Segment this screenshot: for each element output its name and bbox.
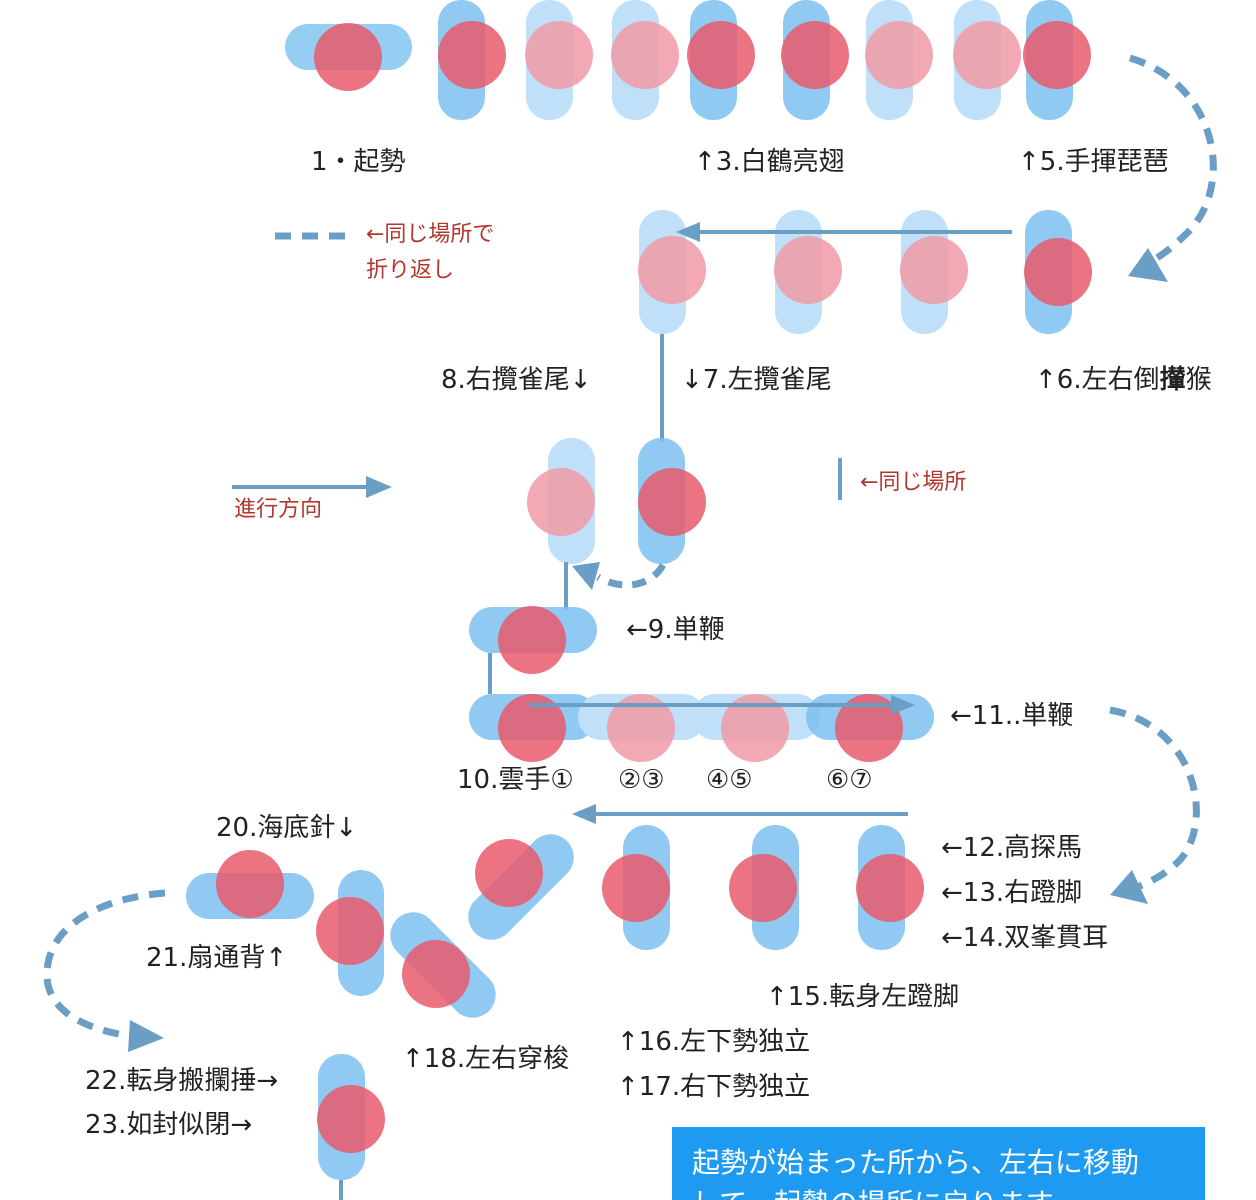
stance-18a (468, 834, 574, 940)
note-direction: 進行方向 (234, 497, 323, 522)
stance-9 (469, 606, 597, 674)
info-box-line2: して、起勢の場所に戻ります。 (692, 1184, 1205, 1200)
label-8-right-ranjakubi: 8.右攬雀尾↓ (441, 365, 592, 395)
info-box: 起勢が始まった所から、左右に移動 して、起勢の場所に戻ります。 (672, 1127, 1205, 1200)
stance-6b (774, 210, 842, 334)
stance-8 (527, 438, 595, 564)
note-turn-line2: 折り返し (366, 258, 455, 283)
stance-15 (729, 825, 799, 950)
label-21-sentsuhai: 21.扇通背↑ (146, 943, 288, 973)
stance-6c (900, 210, 968, 334)
label-20-kaiteishin: 20.海底針↓ (216, 813, 358, 843)
stance-20 (186, 850, 314, 919)
arrow-row2-head (676, 222, 700, 242)
note-turn-line1: ←同じ場所で (366, 222, 495, 247)
label-18-sensa: ↑18.左右穿梭 (402, 1044, 570, 1074)
stance-22 (317, 1054, 385, 1180)
label-16-left-gesei: ↑16.左下勢独立 (617, 1027, 811, 1057)
label-11-tanben: ←11..単鞭 (950, 701, 1074, 731)
turn-curve-5-6 (1128, 54, 1217, 272)
stance-7 (638, 438, 706, 564)
info-box-line1: 起勢が始まった所から、左右に移動 (692, 1146, 1139, 1179)
label-15-tenshin: ↑15.転身左蹬脚 (766, 982, 960, 1012)
stance-1 (285, 23, 412, 91)
stance-16 (602, 825, 670, 950)
stance-4b (865, 0, 933, 120)
label-6-part1: ↑6.左右倒 (1035, 365, 1160, 395)
label-23-nyofujihei: 23.如封似閉→ (85, 1110, 253, 1140)
legend-direction-head (366, 476, 392, 498)
label-9-tanben: ←9.単鞭 (626, 615, 725, 645)
label-14-souhoukanji: ←14.双峯貫耳 (941, 923, 1109, 953)
label-10-step23: ②③ (618, 765, 665, 795)
note-same-place: ←同じ場所 (860, 470, 967, 495)
stance-6a (1024, 210, 1092, 334)
stance-3a (525, 0, 593, 120)
turn-curve-20 (43, 889, 166, 1040)
label-5-tekibiwa: ↑5.手揮琵琶 (1018, 147, 1169, 177)
stance-12 (856, 825, 924, 950)
label-6-toutenkou: ↑6.左右倒攆猴 (1035, 367, 1212, 393)
label-22-hanransui: 22.転身搬攔捶→ (85, 1066, 279, 1096)
turn-arrowhead-6 (1128, 248, 1168, 282)
label-6-part3: 猴 (1185, 365, 1212, 395)
label-13-right-toukyaku: ←13.右蹬脚 (941, 878, 1083, 908)
turn-curve-11 (1109, 706, 1200, 892)
label-10-step67: ⑥⑦ (826, 765, 873, 795)
label-6-part2: 攆 (1159, 365, 1186, 395)
label-7-left-ranjakubi: ↓7.左攬雀尾 (681, 365, 832, 395)
stance-7-start (638, 210, 706, 334)
stance-18b (390, 912, 496, 1018)
label-10-unshu: 10.雲手① (457, 765, 574, 795)
stance-2 (438, 0, 506, 120)
arrow-row10-head (891, 695, 915, 715)
arrow-row12-head (572, 804, 596, 824)
stance-3b (611, 0, 679, 120)
stance-5 (1023, 0, 1091, 120)
turn-arrowhead-22 (128, 1020, 164, 1052)
turn-curve-8 (596, 563, 667, 589)
label-10-step45: ④⑤ (706, 765, 753, 795)
stance-3c (687, 0, 755, 120)
label-1-kisei: 1・起勢 (311, 147, 406, 177)
label-3-hakkaku: ↑3.白鶴亮翅 (694, 147, 845, 177)
stance-4c (953, 0, 1021, 120)
label-12-kotanba: ←12.高探馬 (941, 833, 1083, 863)
turn-arrowhead-8 (572, 562, 600, 590)
stance-4a (781, 0, 849, 120)
turn-arrowhead-12 (1110, 870, 1148, 904)
stance-21 (316, 870, 384, 996)
label-17-right-gesei: ↑17.右下勢独立 (617, 1072, 811, 1102)
